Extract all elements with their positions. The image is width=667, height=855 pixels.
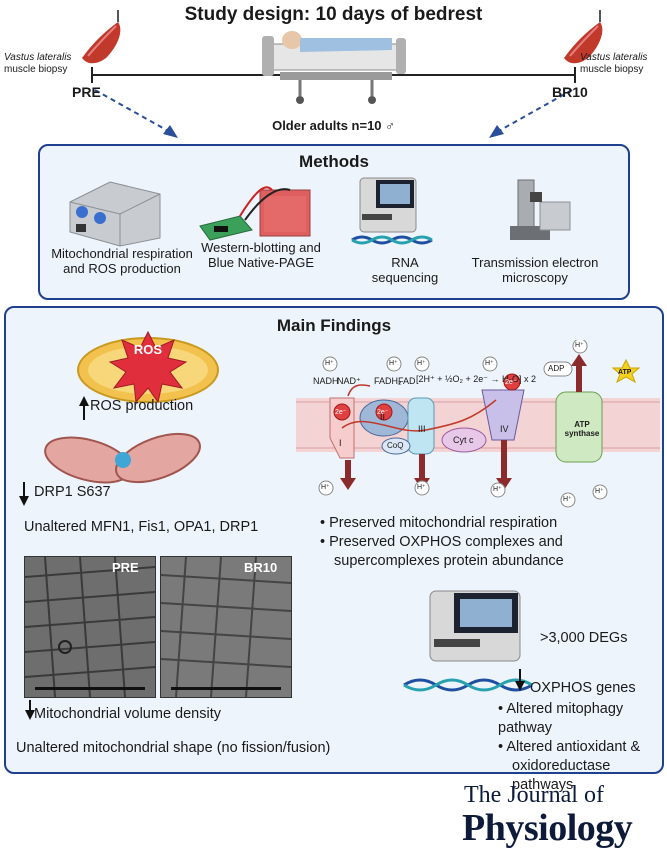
complex-i-label: I (339, 438, 342, 448)
h-bottom-4: H⁺ (563, 496, 572, 503)
hospital-bed-icon (262, 31, 406, 104)
h-top-2: H⁺ (389, 360, 398, 367)
coq (381, 437, 411, 455)
study-design-graphic (82, 10, 603, 138)
subjects-label: Older adults n=10 ♂ (272, 118, 395, 133)
h-bottom-5: H⁺ (595, 488, 604, 495)
etc-bullets: • Preserved mitochondrial respiration • … (320, 514, 650, 571)
atp-synthase-label: ATP synthase (564, 420, 600, 438)
etc-bullet-2: • Preserved OXPHOS complexes and superco… (320, 534, 564, 569)
etc-e1: 2e⁻ (335, 409, 347, 416)
findings-title: Main Findings (276, 316, 392, 335)
drp1-text: DRP1 S637 (34, 484, 111, 500)
complex-iv-label: IV (500, 424, 509, 434)
atp-synthase (555, 354, 603, 463)
unaltered-dynamics-text: Unaltered MFN1, Fis1, OPA1, DRP1 (24, 519, 259, 535)
h-bottom-2: H⁺ (417, 484, 426, 491)
oxphos-genes-text: OXPHOS genes (530, 680, 636, 696)
pathway-bullet-1: • Altered mitophagy pathway (498, 701, 624, 736)
method-label-tem: Transmission electron microscopy (471, 255, 599, 285)
coq-label: CoQ (387, 441, 404, 450)
etc-e3: 2e⁻ (505, 379, 517, 386)
pathway-bullet-2: • Altered antioxidant & oxidoreductase p… (498, 739, 641, 793)
atp-label: ATP (618, 369, 632, 376)
ros-mitochondrion-icon (77, 330, 219, 404)
right-biopsy-label: muscle biopsy (580, 64, 644, 75)
ros-label: ROS (133, 342, 163, 357)
atp-icon (611, 358, 641, 384)
pathway-bullets: • Altered mitophagy pathway • Altered an… (498, 700, 658, 795)
degs-text: >3,000 DEGs (540, 630, 628, 646)
page-title: Study design: 10 days of bedrest (184, 4, 483, 25)
h-top-1: H⁺ (325, 360, 334, 367)
left-biopsy-label: muscle biopsy (4, 64, 68, 75)
cytc-label: Cyt c (453, 435, 474, 445)
pre-label: PRE (72, 84, 101, 100)
respirometer-icon (69, 181, 161, 247)
method-label-western: Western-blotting and Blue Native-PAGE (201, 240, 321, 270)
etc-reaction: [2H⁺ + ½O₂ + 2e⁻ → H₂O] x 2 (416, 374, 537, 384)
br10-label: BR10 (552, 84, 588, 100)
em-pre-label: PRE (112, 560, 139, 575)
h-top-3: H⁺ (417, 360, 426, 367)
ros-production-text: ROS production (90, 398, 194, 414)
method-label-respiration: Mitochondrial respiration and ROS produc… (51, 246, 193, 276)
cyt-c (441, 427, 487, 453)
etc-label-fad: FAD (398, 376, 416, 386)
em-br10-label: BR10 (244, 560, 278, 575)
microscope-icon (510, 179, 571, 240)
em-image-br10 (160, 556, 292, 698)
volume-density-text: Mitochondrial volume density (34, 706, 221, 722)
sequencer-icon (351, 177, 433, 245)
h-bottom-1: H⁺ (321, 484, 330, 491)
h-bottom-3: H⁺ (493, 486, 502, 493)
western-blot-icon (199, 186, 311, 241)
rnaseq-illustration (403, 590, 533, 692)
h-top-4: H⁺ (485, 360, 494, 367)
methods-title: Methods (299, 152, 369, 171)
etc-label-fadh: FADH₂ (374, 376, 402, 386)
etc-label-nad: NAD⁺ (337, 376, 361, 386)
journal-logo-line2: Physiology (462, 807, 633, 849)
adp-label: ADP (548, 364, 565, 373)
etc-diagram (296, 340, 660, 508)
mito-shape-text: Unaltered mitochondrial shape (no fissio… (16, 740, 331, 756)
etc-bullet-1: • Preserved mitochondrial respiration (320, 515, 558, 531)
mito-illustrations (19, 330, 219, 506)
complex-iii-label: III (418, 424, 426, 434)
h-top-5: H⁺ (575, 342, 584, 349)
em-image-pre (24, 556, 156, 698)
sequencer-icon-large (429, 590, 521, 662)
complex-iii (407, 397, 435, 490)
left-muscle-label: Vastus lateralis (4, 52, 72, 63)
muscle-icon-left (82, 10, 121, 64)
mitochondria-network-icon (44, 432, 201, 484)
etc-e2: 2e⁻ (377, 409, 389, 416)
methods-icons (69, 177, 571, 247)
muscle-icon-right (564, 10, 603, 64)
down-arrow-icon-volume (25, 700, 35, 720)
journal-logo-line1: The Journal of (464, 782, 604, 808)
complex-ii-label: II (380, 412, 386, 422)
etc-label-nadh: NADH (313, 376, 339, 386)
right-muscle-label: Vastus lateralis (580, 52, 648, 63)
method-label-rna: RNA sequencing (371, 255, 439, 285)
